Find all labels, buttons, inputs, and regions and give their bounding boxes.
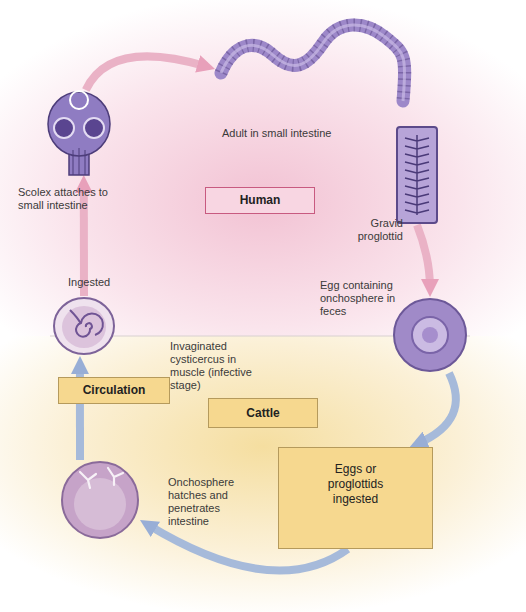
invaginated-scolex [70,310,103,337]
stage-illustration [52,296,116,356]
stage-illustration [215,15,410,105]
scolex-head [48,92,110,156]
egg-embryo [412,317,448,353]
host-box: Cattle [208,398,318,428]
stage-illustration [60,460,140,540]
stage-label: Invaginated cysticercus in muscle (infec… [170,340,268,392]
box-label: Circulation [83,383,146,398]
stage-label: Adult in small intestine [222,127,332,140]
cycle-arrow [86,56,207,90]
stage-label: Gravid proglottid [333,217,403,243]
hooklets [80,468,123,488]
cycle-arrow [76,404,84,460]
egg-stage: Egg containing onchosphere in feces [392,297,468,373]
cattle-host-band [0,336,526,612]
stage-label: Egg containing onchosphere in feces [320,279,410,318]
worm-highlight [221,25,405,101]
stage-label: Onchosphere hatches and penetrates intes… [168,476,248,528]
host-box: Human [205,187,315,214]
stage-illustration [45,90,113,175]
egg-shell [394,299,466,371]
uterus-branches [405,135,429,215]
worm-body [221,25,405,101]
neck-lines [73,148,85,175]
onchosphere-inner [74,478,126,530]
proglottid-body [397,127,437,223]
sucker [54,118,74,138]
proglottid-stage: Gravid proglottid [395,125,439,225]
stage-caption: Adult in small intestine [222,127,332,140]
cycle-arrow [76,365,84,377]
sucker [84,118,104,138]
stage-caption: Scolex attaches to small intestine [18,186,118,212]
step-box: Circulation [58,377,170,404]
stage-caption: Egg containing onchosphere in feces [320,279,410,318]
box-label: Eggs or proglottids ingested [309,462,402,507]
egg-core [422,327,438,343]
onchosphere-body [62,462,138,538]
step-box: Eggs or proglottids ingested [278,447,433,549]
adult-worm-stage: Adult in small intestine [215,15,410,105]
onchosphere-stage: Onchosphere hatches and penetrates intes… [60,460,140,540]
human-host-band [0,0,526,336]
scolex-stage: Scolex attaches to small intestine [45,90,113,175]
box-label: Cattle [246,406,279,421]
stage-caption: Onchosphere hatches and penetrates intes… [168,476,248,528]
cycle-arrow [418,373,456,443]
stage-illustration [395,125,439,225]
edge-label: Ingested [68,276,110,289]
cyst-bladder [62,306,106,348]
stage-caption: Invaginated cysticercus in muscle (infec… [170,340,268,392]
cysticercus-stage: Invaginated cysticercus in muscle (infec… [52,296,116,356]
box-label: Human [240,193,281,208]
cycle-arrow [417,225,430,288]
cyst-wall [54,298,114,354]
stage-illustration [392,297,468,373]
worm-segments [221,25,405,101]
stage-caption: Gravid proglottid [333,217,403,243]
scolex-apex [70,91,88,109]
stage-label: Scolex attaches to small intestine [18,186,118,212]
